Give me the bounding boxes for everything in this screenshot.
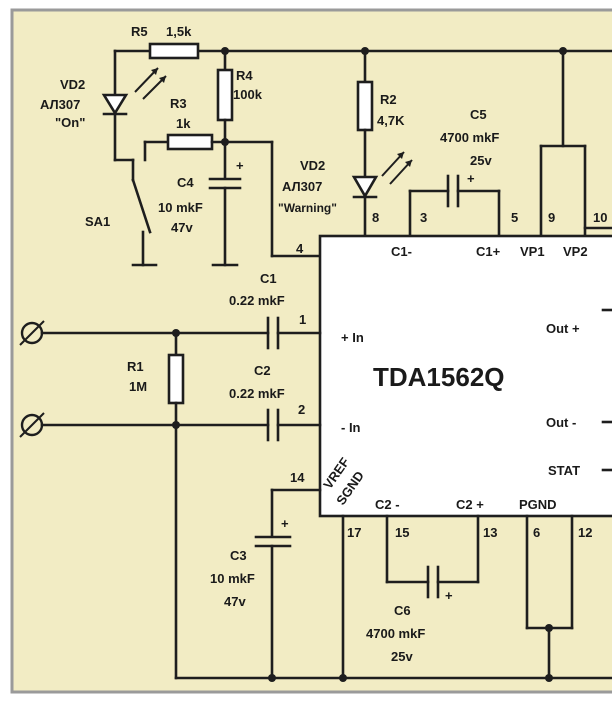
r5-body (148, 42, 200, 60)
r2-label: R2 (380, 92, 397, 107)
vd-on-name: VD2 (60, 77, 85, 92)
led-vd2-warning: VD2 АЛ307 "Warning" (278, 151, 413, 238)
r1-value: 1M (129, 379, 147, 394)
c3-label: C3 (230, 548, 247, 563)
pin-8: 8 (372, 210, 379, 225)
sa1-label: SA1 (85, 214, 110, 229)
capacitor-c4: + C4 10 mkF 47v (158, 158, 244, 267)
vd-warning-note: "Warning" (278, 201, 337, 215)
capacitor-c5: + C5 4700 mkF 25v (408, 107, 501, 238)
label-in-minus: - In (341, 420, 361, 435)
vd-on-part: АЛ307 (40, 97, 80, 112)
pin-4: 4 (296, 241, 304, 256)
pin-12: 12 (578, 525, 592, 540)
c5-voltage: 25v (470, 153, 492, 168)
r2-body (356, 80, 374, 132)
c3-voltage: 47v (224, 594, 246, 609)
vp-supply-bridge (539, 49, 612, 238)
label-stat: STAT (548, 463, 580, 478)
vd-warning-name: VD2 (300, 158, 325, 173)
r1-label: R1 (127, 359, 144, 374)
capacitor-c6: + C6 4700 mkF 25v (366, 514, 480, 664)
resistor-r2: R2 4,7K (356, 49, 405, 179)
label-out-plus: Out + (546, 321, 580, 336)
r4-label: R4 (236, 68, 253, 83)
r5-label: R5 (131, 24, 148, 39)
pin-9: 9 (548, 210, 555, 225)
label-c1-minus: C1- (391, 244, 412, 259)
c4-value: 10 mkF (158, 200, 203, 215)
c2-value: 0.22 mkF (229, 386, 285, 401)
right-edge-stubs (601, 308, 612, 472)
c5-plus: + (467, 171, 475, 186)
pin-14: 14 (290, 470, 305, 485)
r4-value: 100k (233, 87, 263, 102)
vd-on-note: "On" (55, 115, 85, 130)
chip-tda1562q: TDA1562Q 8 3 5 9 10 4 C1- C1+ VP1 VP2 + … (290, 210, 612, 540)
led-warning-triangle (351, 175, 379, 199)
r3-value: 1k (176, 116, 191, 131)
resistor-r3: R3 1k (143, 96, 274, 162)
r2-value: 4,7K (377, 113, 405, 128)
resistor-r1: R1 1M (127, 331, 185, 427)
c1-label: C1 (260, 271, 277, 286)
bottom-ground-rail (174, 674, 612, 682)
pin-3: 3 (420, 210, 427, 225)
c3-plus: + (281, 516, 289, 531)
pin-1: 1 (299, 312, 306, 327)
c4-plus: + (236, 158, 244, 173)
pin-15: 15 (395, 525, 409, 540)
chip-body (318, 234, 612, 518)
chip-title: TDA1562Q (373, 362, 505, 392)
switch-sa1: SA1 (85, 158, 158, 267)
capacitor-c3: + C3 10 mkF 47v (210, 488, 322, 680)
capacitor-c1: C1 0.22 mkF (229, 271, 322, 350)
r3-label: R3 (170, 96, 187, 111)
label-c2-plus: C2 + (456, 497, 484, 512)
pgnd-bridge (525, 514, 574, 680)
r4-body (216, 68, 234, 122)
r3-body (166, 133, 214, 151)
led-on-triangle (101, 93, 129, 116)
pin-10: 10 (593, 210, 607, 225)
pin-17: 17 (347, 525, 361, 540)
c3-value: 10 mkF (210, 571, 255, 586)
c6-plus: + (445, 588, 453, 603)
pin-6: 6 (533, 525, 540, 540)
label-c1-plus: C1+ (476, 244, 501, 259)
resistor-r5: R5 1,5k (131, 24, 200, 60)
label-vp1: VP1 (520, 244, 545, 259)
r1-body (167, 353, 185, 405)
pin-5: 5 (511, 210, 518, 225)
label-vp2: VP2 (563, 244, 588, 259)
label-out-minus: Out - (546, 415, 576, 430)
pin-13: 13 (483, 525, 497, 540)
c6-value: 4700 mkF (366, 626, 425, 641)
r5-value: 1,5k (166, 24, 192, 39)
label-in-plus: + In (341, 330, 364, 345)
c2-label: C2 (254, 363, 271, 378)
resistor-r4: R4 100k (216, 49, 263, 179)
c5-value: 4700 mkF (440, 130, 499, 145)
c4-label: C4 (177, 175, 194, 190)
label-pgnd: PGND (519, 497, 557, 512)
vd-warning-part: АЛ307 (282, 179, 322, 194)
capacitor-c2: C2 0.22 mkF (229, 363, 322, 442)
label-c2-minus: C2 - (375, 497, 400, 512)
c4-voltage: 47v (171, 220, 193, 235)
c1-value: 0.22 mkF (229, 293, 285, 308)
c6-voltage: 25v (391, 649, 413, 664)
c5-label: C5 (470, 107, 487, 122)
pin-2: 2 (298, 402, 305, 417)
c6-label: C6 (394, 603, 411, 618)
